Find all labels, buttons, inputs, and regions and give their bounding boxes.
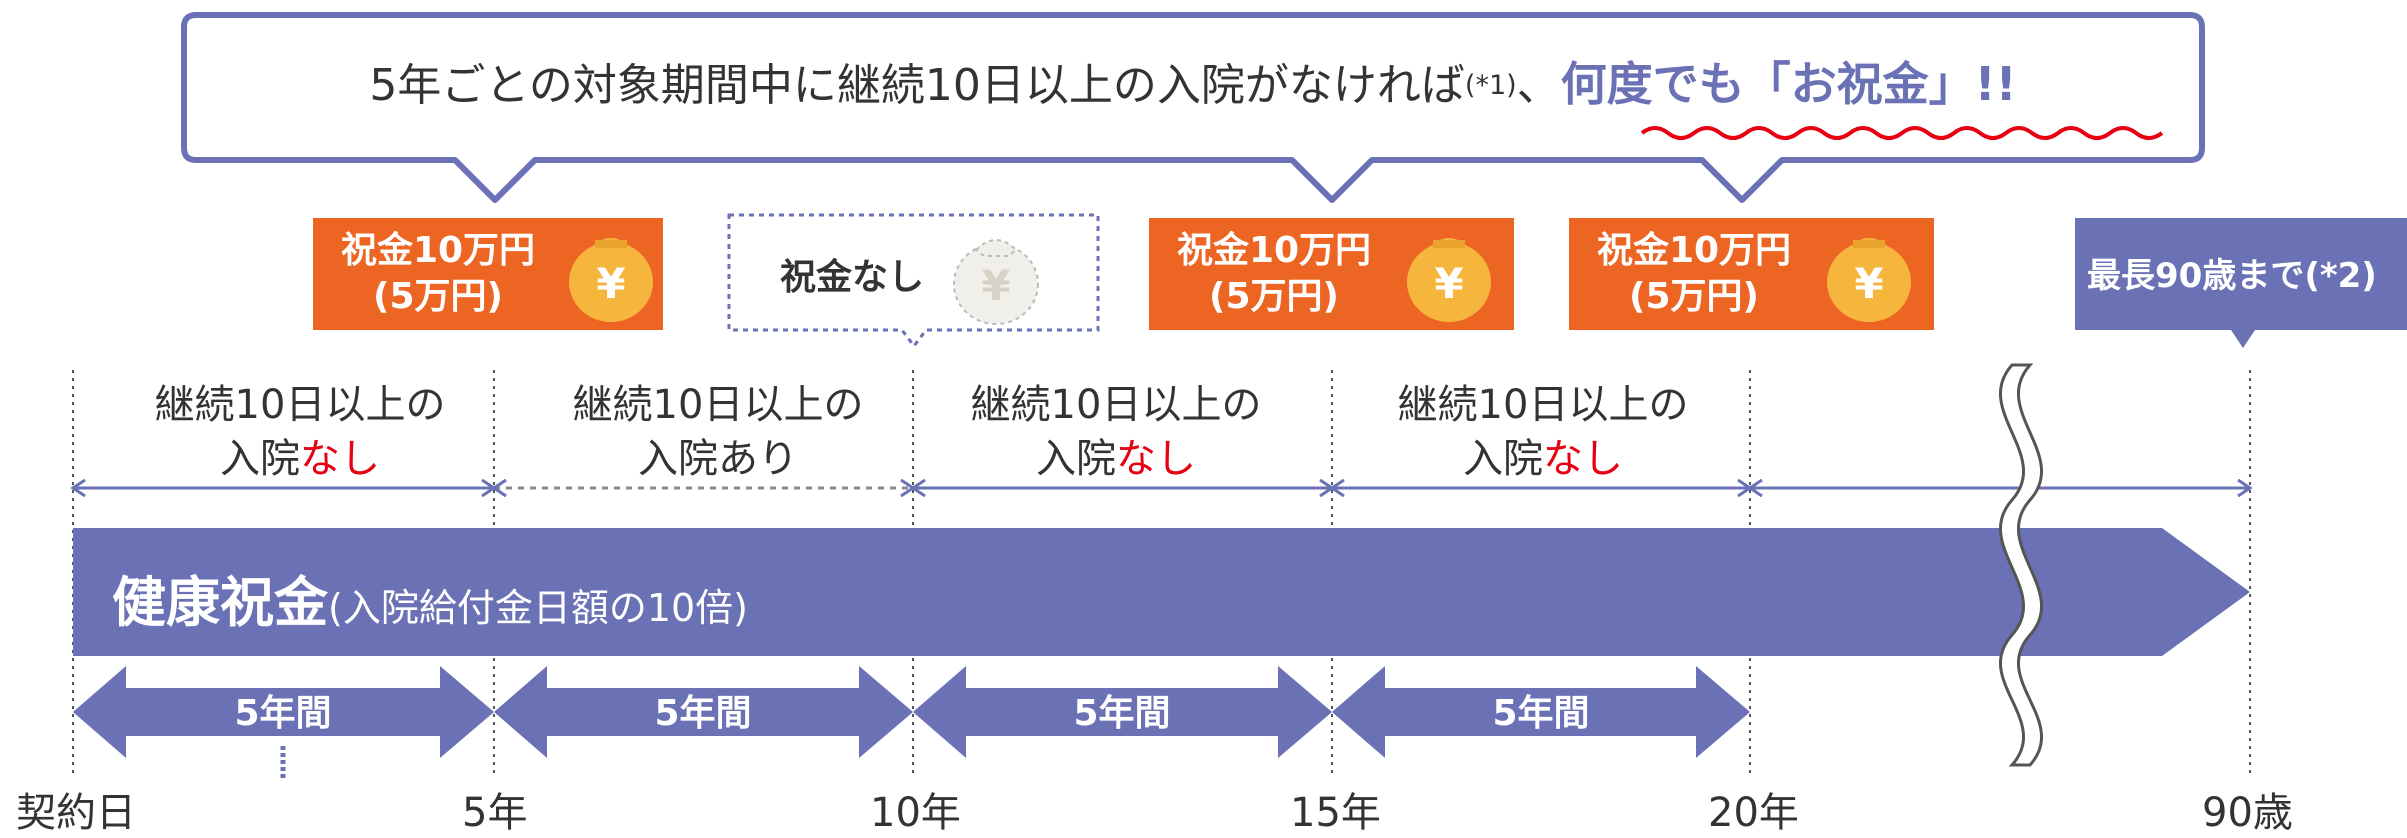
headline-separator: 、 [1516, 60, 1561, 111]
period-condition: 継続10日以上の [1397, 382, 1689, 428]
max-age-label: 最長90歳まで(*2) [2087, 256, 2377, 296]
period-status: あり [718, 436, 798, 482]
headline-text: 5年ごとの対象期間中に継続10日以上の入院がなければ(*1)、何度でも「お祝金」… [184, 52, 2202, 118]
year-label-5: 5年 [462, 790, 528, 836]
year-label-20: 20年 [1708, 790, 1799, 836]
banner-subtitle: (入院給付金日額の10倍) [328, 586, 749, 630]
year-label-90: 90歳 [2202, 790, 2293, 836]
period-status: なし [300, 436, 380, 482]
no-bonus-box: ¥ [727, 213, 1100, 349]
bonus-badge-5y: 祝金10万円 (5万円) ¥ [313, 218, 663, 330]
bonus-badge-15y: 祝金10万円 (5万円) ¥ [1149, 218, 1514, 330]
yen-symbol: ¥ [1854, 259, 1883, 308]
period-3-text: 継続10日以上の 入院なし [946, 378, 1286, 486]
bonus-badge-20y: 祝金10万円 (5万円) ¥ [1569, 218, 1934, 330]
yen-symbol: ¥ [1434, 259, 1463, 308]
period-arrow-label: 5年間 [1073, 693, 1170, 734]
year-label-10: 10年 [870, 790, 961, 836]
period-condition: 継続10日以上の [572, 382, 864, 428]
bonus-half-amount: (5万円) [1209, 276, 1339, 317]
max-age-badge [2075, 218, 2407, 348]
period-condition: 継続10日以上の [970, 382, 1262, 428]
health-bonus-arrow [73, 528, 2250, 656]
banner-title: 健康祝金 [112, 571, 328, 634]
period-status: なし [1543, 436, 1623, 482]
timeline-break-mark [1998, 363, 2044, 767]
bonus-amount: 祝金10万円 [1596, 230, 1792, 271]
headline-note: (*1) [1464, 70, 1517, 101]
period-hospital: 入院 [1036, 436, 1116, 482]
year-label-15: 15年 [1290, 790, 1381, 836]
timeline-graphic: 5年間 5年間 5年間 5年間 [70, 363, 2253, 780]
period-1-text: 継続10日以上の 入院なし [130, 378, 470, 486]
period-4-text: 継続10日以上の 入院なし [1373, 378, 1713, 486]
wavy-underline [1640, 126, 2164, 140]
money-bag-yen-icon: ¥ [1827, 238, 1911, 322]
period-arrow-label: 5年間 [654, 693, 751, 734]
year-label-contract: 契約日 [16, 790, 136, 836]
bonus-amount: 祝金10万円 [340, 230, 536, 271]
headline-bubble [181, 12, 2205, 203]
bonus-amount: 祝金10万円 [1176, 230, 1372, 271]
period-hospital: 入院 [1463, 436, 1543, 482]
bonus-half-amount: (5万円) [373, 276, 503, 317]
money-bag-yen-icon: ¥ [1407, 238, 1491, 322]
money-bag-yen-icon: ¥ [569, 238, 653, 322]
headline-main: 5年ごとの対象期間中に継続10日以上の入院がなければ [369, 60, 1465, 111]
period-arrow-labels: 5年間 5年間 5年間 5年間 [234, 693, 1589, 734]
period-arrow-label: 5年間 [1492, 693, 1589, 734]
period-arrow-label: 5年間 [234, 693, 331, 734]
period-2-text: 継続10日以上の 入院あり [548, 378, 888, 486]
period-condition: 継続10日以上の [154, 382, 446, 428]
period-arrows [73, 666, 1750, 758]
period-hospital: 入院 [220, 436, 300, 482]
no-bonus-label: 祝金なし [780, 257, 925, 298]
headline-emphasis: 何度でも「お祝金」!! [1560, 57, 2017, 111]
period-status: なし [1116, 436, 1196, 482]
banner-text: 健康祝金(入院給付金日額の10倍) [112, 558, 748, 637]
yen-symbol: ¥ [981, 261, 1010, 310]
yen-symbol: ¥ [596, 259, 625, 308]
period-hospital: 入院 [638, 436, 718, 482]
money-bag-yen-icon: ¥ [953, 239, 1039, 325]
bonus-half-amount: (5万円) [1629, 276, 1759, 317]
